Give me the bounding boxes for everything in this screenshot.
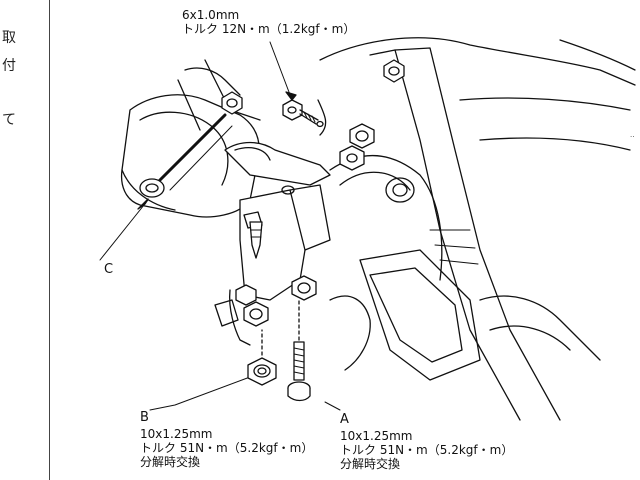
arrowhead-c (137, 198, 149, 210)
mount-bracket (214, 141, 331, 346)
top-bolt-size: 6x1.0mm (182, 8, 240, 22)
bolt-b-note: 分解時交換 (140, 455, 201, 469)
top-bolt-6x1 (282, 99, 327, 136)
bracket-nuts (235, 275, 317, 327)
bolt-b-spec: 10x1.25mm トルク 51N・m（5.2kgf・m） 分解時交換 (140, 427, 313, 469)
callout-c: C (104, 262, 114, 277)
side-char-2: 付 (2, 58, 16, 74)
bolt-a (287, 299, 311, 402)
bolt-b-torque: トルク 51N・m（5.2kgf・m） (140, 441, 314, 455)
bolt-a-spec: 10x1.25mm トルク 51N・m（5.2kgf・m） 分解時交換 (340, 429, 513, 471)
top-bolt-torque: トルク 12N・m（1.2kgf・m） (182, 22, 356, 36)
bolt-b-nut (247, 329, 277, 386)
mount-stud (249, 221, 263, 259)
side-char-3: て (2, 112, 16, 128)
bolt-a-torque: トルク 51N・m（5.2kgf・m） (340, 443, 514, 457)
side-char-1: 取 (2, 30, 16, 46)
bolt-a-label: A (340, 412, 349, 427)
top-bolt-spec: 6x1.0mm トルク 12N・m（1.2kgf・m） (182, 8, 355, 36)
margin-divider (49, 0, 50, 480)
bolt-b-label: B (140, 410, 149, 425)
mount-rubber-body (120, 59, 261, 218)
leader-lines (99, 41, 341, 411)
corner-mark: .. (630, 131, 635, 139)
bolt-b-size: 10x1.25mm (140, 427, 213, 441)
bolt-a-note: 分解時交換 (340, 457, 401, 471)
frame-housing (319, 37, 636, 421)
frame-nut-top (339, 59, 405, 171)
bolt-a-size: 10x1.25mm (340, 429, 413, 443)
arrowhead-top (285, 91, 297, 101)
